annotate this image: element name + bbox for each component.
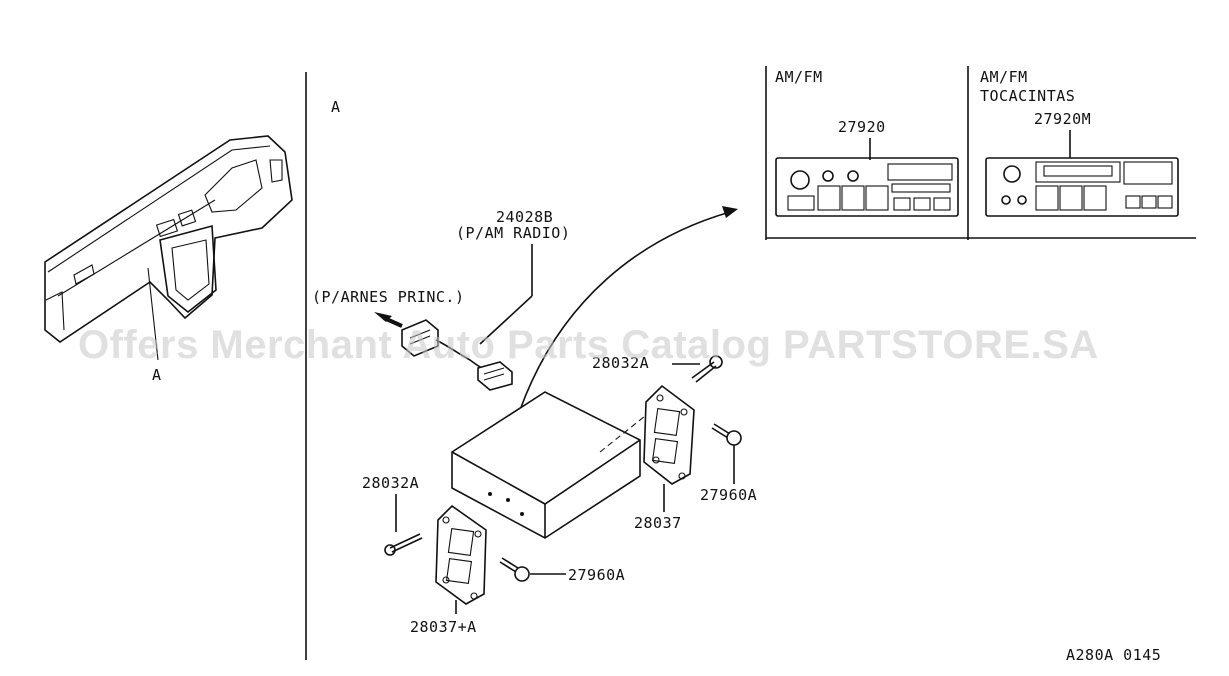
bracket-left-label: 28037+A (410, 618, 477, 636)
cassette-radio-face-icon (985, 157, 1179, 217)
screw-right-label: 28032A (592, 354, 649, 372)
radio-face-icon (775, 157, 959, 217)
detail-marker: A (152, 366, 162, 384)
bracket-right-icon (643, 384, 695, 485)
left-bracket-assembly: 28032A 28037+A 27960A (362, 474, 625, 636)
dashboard-overview: A (44, 135, 293, 384)
part-number-radio: 27920 (838, 118, 886, 136)
section-marker: A (331, 98, 341, 116)
variant-am-fm: AM/FM 27920 (775, 68, 959, 217)
harness-connector-icon (401, 319, 439, 357)
variant-subheader: TOCACINTAS (980, 87, 1075, 105)
reference-arrow (519, 211, 731, 411)
radio-unit (451, 391, 641, 539)
right-bracket-assembly: 28037 28032A 27960A (592, 354, 757, 532)
variant-table: AM/FM 27920 AM/FM TOCACINTAS 27920M (765, 66, 1196, 240)
screw-left-label: 28032A (362, 474, 419, 492)
bolt-right-label: 27960A (700, 486, 757, 504)
bolt-icon (499, 557, 519, 573)
arrow-head-icon (722, 206, 738, 218)
harness-number: 24028B (496, 208, 553, 226)
variant-header: AM/FM (775, 68, 823, 86)
bolt-left-label: 27960A (568, 566, 625, 584)
harness-assembly: 24028B (P/AM RADIO) (P/ARNES PRINC.) (312, 208, 570, 391)
main-harness-label: (P/ARNES PRINC.) (312, 288, 465, 306)
bracket-right-label: 28037 (634, 514, 682, 532)
variant-am-fm-cassette: AM/FM TOCACINTAS 27920M (980, 68, 1179, 217)
drawing-code: A280A 0145 (1066, 646, 1161, 664)
variant-header: AM/FM (980, 68, 1028, 86)
radio-connector-icon (477, 361, 513, 391)
harness-description: (P/AM RADIO) (456, 224, 570, 242)
bolt-icon (711, 423, 731, 439)
part-number-cassette: 27920M (1034, 110, 1091, 128)
watermark: Offers Merchant Auto Parts Catalog PARTS… (78, 323, 1099, 367)
screw-icon (389, 533, 423, 553)
